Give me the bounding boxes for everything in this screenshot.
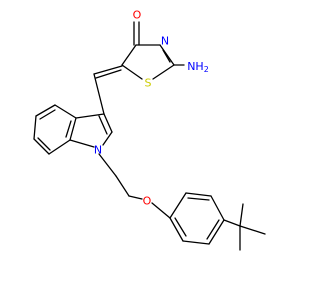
bond-ar4-cq (223, 219, 241, 227)
ether-oxygen-label: O (143, 195, 152, 208)
bond-cq-me1 (239, 203, 244, 227)
bond-c4-c5 (121, 44, 137, 66)
bonds (33, 21, 266, 251)
bond-methine-c3 (93, 73, 105, 115)
bond-c6-c7-double (37, 137, 51, 151)
bond-c5-methine-double (95, 69, 122, 79)
bond-ar6-ar1 (169, 217, 184, 242)
bond-c3-c2 (103, 113, 113, 133)
bond-c2-s1 (152, 64, 175, 80)
bond-c6-c7 (33, 138, 50, 155)
bond-c4-c5-benz (35, 104, 56, 117)
bond-ar6-ar1-double (174, 217, 187, 237)
bond-c5-c6 (33, 115, 37, 140)
molecule-canvas: O N S NH2 N O (33, 9, 266, 251)
bond-ar3-ar4 (210, 195, 225, 221)
amino-nh-text: NH (187, 60, 204, 73)
bond-n1-ch2 (98, 153, 117, 177)
bond-ar5-ar6 (182, 240, 210, 245)
bond-cq-me2 (239, 225, 266, 235)
bond-s1-c5 (121, 64, 143, 80)
bond-c3a-c4 (54, 104, 77, 119)
bond-c3-c2-double (98, 115, 108, 135)
bond-c7-c7a (48, 139, 71, 155)
bond-ch2-ch2 (115, 175, 130, 197)
bond-c2-n1 (102, 131, 113, 146)
bond-ar2-ar3 (185, 192, 212, 197)
atom-labels: O N S NH2 N O (94, 9, 209, 208)
carbonyl-oxygen-label: O (133, 9, 142, 22)
bond-o-aryl (151, 202, 171, 219)
sulfur-label: S (145, 77, 152, 90)
amino-label: NH2 (187, 60, 209, 74)
bond-n3-c2-double (162, 49, 171, 63)
bond-c7a-c3a-double (65, 120, 72, 138)
bond-ch2-o (128, 195, 143, 200)
ring-nitrogen-label: N (161, 35, 169, 48)
indole-nitrogen-label: N (94, 144, 102, 157)
bond-ar2-ar3-double (187, 197, 210, 201)
bond-ar4-ar5-double (206, 219, 220, 240)
bond-c7a-c3a (69, 117, 77, 141)
bond-c5-methine (93, 65, 123, 75)
amino-subscript-text: 2 (204, 65, 209, 74)
bond-c4-c5-benz-double (39, 109, 56, 120)
bond-ar1-ar2 (169, 192, 187, 219)
bond-n3-c2 (159, 44, 175, 66)
structure-drawing: O N S NH2 N O (33, 9, 266, 251)
bond-ar4-ar5 (208, 219, 225, 245)
bond-c3a-c3 (75, 113, 105, 119)
bond-n1-c7a (69, 139, 95, 148)
